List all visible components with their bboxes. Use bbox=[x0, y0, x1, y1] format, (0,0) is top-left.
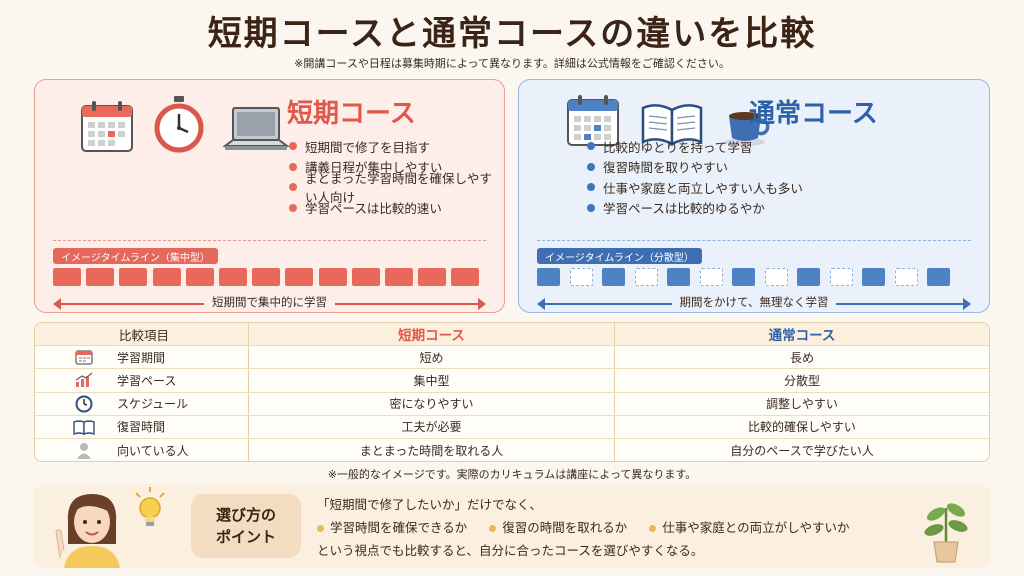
normal-course-bullets: 比較的ゆとりを持って学習 復習時間を取りやすい 仕事や家庭と両立しやすい人も多い… bbox=[587, 136, 803, 218]
short-panel-icons bbox=[79, 94, 289, 154]
point-line-1: 「短期間で修了したいか」だけでなく、 bbox=[317, 497, 543, 512]
normal-course-title: 通常コース bbox=[749, 99, 878, 129]
calendar-icon bbox=[81, 101, 133, 152]
point-line-3: という視点でも比較すると、自分に合ったコースを選びやすくなる。 bbox=[317, 543, 704, 558]
page-title: 短期コースと通常コースの違いを比較 bbox=[207, 14, 817, 54]
short-course-title: 短期コース bbox=[287, 99, 416, 129]
top-note: ※開講コースや日程は募集時期によって異なります。詳細は公式情報をご確認ください。 bbox=[294, 57, 730, 70]
table-row: 向いている人 まとまった時間を取れる人 自分のペースで学びたい人 bbox=[35, 438, 989, 461]
header-short: 短期コース bbox=[249, 323, 615, 346]
table-row: スケジュール 密になりやすい 調整しやすい bbox=[35, 392, 989, 416]
person-illustration bbox=[55, 494, 120, 568]
person-icon bbox=[77, 442, 91, 459]
list-item: 学習時間を確保できるか bbox=[317, 517, 467, 536]
point-badge: 選び方の ポイント bbox=[191, 494, 301, 558]
short-course-panel: 短期コース 短期間で修了を目指す 講義日程が集中しやすい まとまった学習時間を確… bbox=[34, 79, 505, 313]
table-note: ※一般的なイメージです。実際のカリキュラムは講座によって異なります。 bbox=[327, 468, 697, 481]
header-item: 比較項目 bbox=[35, 323, 249, 346]
header-normal: 通常コース bbox=[768, 328, 836, 345]
list-item: 比較的ゆとりを持って学習 bbox=[587, 136, 803, 157]
divider bbox=[53, 240, 486, 241]
comparison-table: 比較項目 短期コース 通常コース 学習期間 短め 長め 学習ペース 集中型 分散… bbox=[34, 322, 990, 462]
list-item: 学習ペースは比較的速い bbox=[289, 198, 504, 219]
short-course-bullets: 短期間で修了を目指す 講義日程が集中しやすい まとまった学習時間を確保しやすい人… bbox=[289, 136, 504, 218]
calendar-icon bbox=[567, 95, 619, 146]
table-row: 学習期間 短め 長め bbox=[35, 346, 989, 370]
table-row: 復習時間 工夫が必要 比較的確保しやすい bbox=[35, 415, 989, 439]
list-item: 仕事や家庭との両立がしやすいか bbox=[649, 517, 850, 536]
normal-timeline-label: イメージタイムライン（分散型） bbox=[537, 248, 702, 264]
calendar-icon bbox=[75, 350, 93, 365]
laptop-icon bbox=[223, 107, 289, 150]
plant-icon bbox=[924, 503, 968, 563]
divider bbox=[537, 240, 971, 241]
short-arrow-text: 短期間で集中的に学習 bbox=[35, 294, 504, 310]
table-row: 学習ペース 集中型 分散型 bbox=[35, 369, 989, 393]
list-item: 復習時間を取りやすい bbox=[587, 157, 803, 178]
list-item: 講義日程が集中しやすい bbox=[289, 157, 504, 178]
table-header-row: 比較項目 短期コース 通常コース bbox=[35, 323, 989, 347]
short-timeline-blocks bbox=[53, 268, 480, 286]
normal-arrow-text: 期間をかけて、無理なく学習 bbox=[519, 294, 989, 310]
short-timeline-label: イメージタイムライン（集中型） bbox=[53, 248, 218, 264]
normal-panel-icons bbox=[565, 94, 773, 148]
lightbulb-icon bbox=[135, 487, 165, 526]
normal-timeline-blocks bbox=[537, 268, 950, 286]
list-item: 学習ペースは比較的ゆるやか bbox=[587, 198, 803, 219]
coffee-cup-icon bbox=[725, 112, 770, 146]
selection-point-box: 選び方の ポイント 「短期間で修了したいか」だけでなく、 学習時間を確保できるか… bbox=[34, 484, 990, 568]
open-book-icon bbox=[641, 104, 703, 147]
list-item: 短期間で修了を目指す bbox=[289, 136, 504, 157]
list-item: 復習の時間を取れるか bbox=[489, 517, 627, 536]
normal-course-panel: 通常コース 比較的ゆとりを持って学習 復習時間を取りやすい 仕事や家庭と両立しや… bbox=[518, 79, 990, 313]
stopwatch-icon bbox=[154, 96, 204, 153]
list-item: 仕事や家庭と両立しやすい人も多い bbox=[587, 177, 803, 198]
book-icon bbox=[73, 420, 95, 435]
chart-icon bbox=[75, 372, 93, 388]
list-item: まとまった学習時間を確保しやすい人向け bbox=[289, 171, 504, 205]
point-items: 学習時間を確保できるか 復習の時間を取れるか 仕事や家庭との両立がしやすいか bbox=[317, 517, 850, 536]
clock-icon bbox=[75, 395, 93, 413]
